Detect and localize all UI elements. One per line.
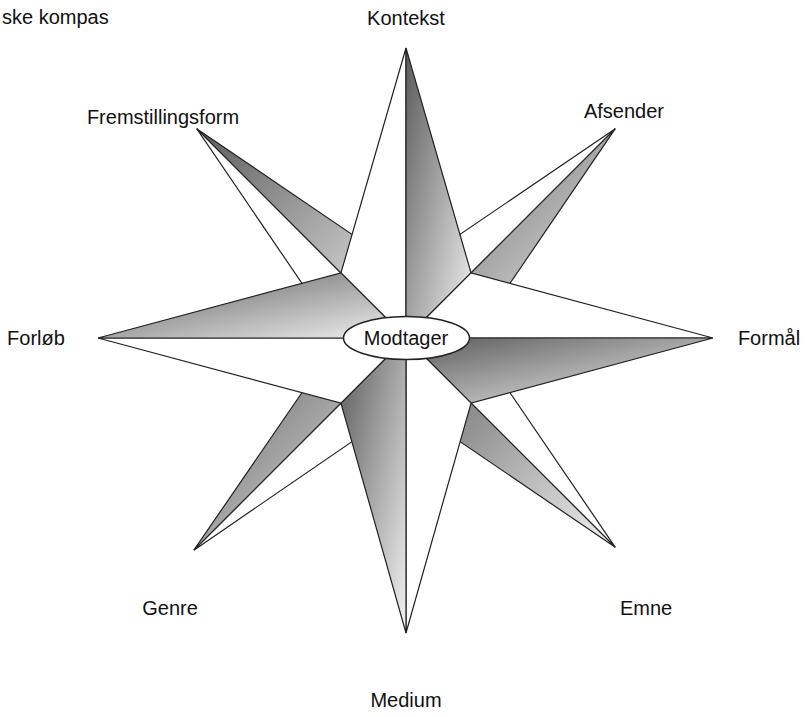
compass-label: Medium bbox=[370, 689, 441, 712]
compass-label: Kontekst bbox=[367, 7, 445, 30]
ellipse-node: Modtager bbox=[342, 315, 471, 361]
compass-label: Afsender bbox=[584, 100, 664, 123]
compass-label: Genre bbox=[142, 597, 198, 620]
node-text: Modtager bbox=[364, 327, 449, 350]
ellipse-shape bbox=[343, 317, 469, 360]
title: ske kompas bbox=[2, 6, 109, 29]
compass-label: Forløb bbox=[7, 327, 65, 350]
star-point bbox=[406, 338, 471, 633]
compass-label: Fremstillingsform bbox=[87, 106, 239, 129]
compass-label: Emne bbox=[620, 597, 672, 620]
compass-label: Formål bbox=[738, 327, 800, 350]
